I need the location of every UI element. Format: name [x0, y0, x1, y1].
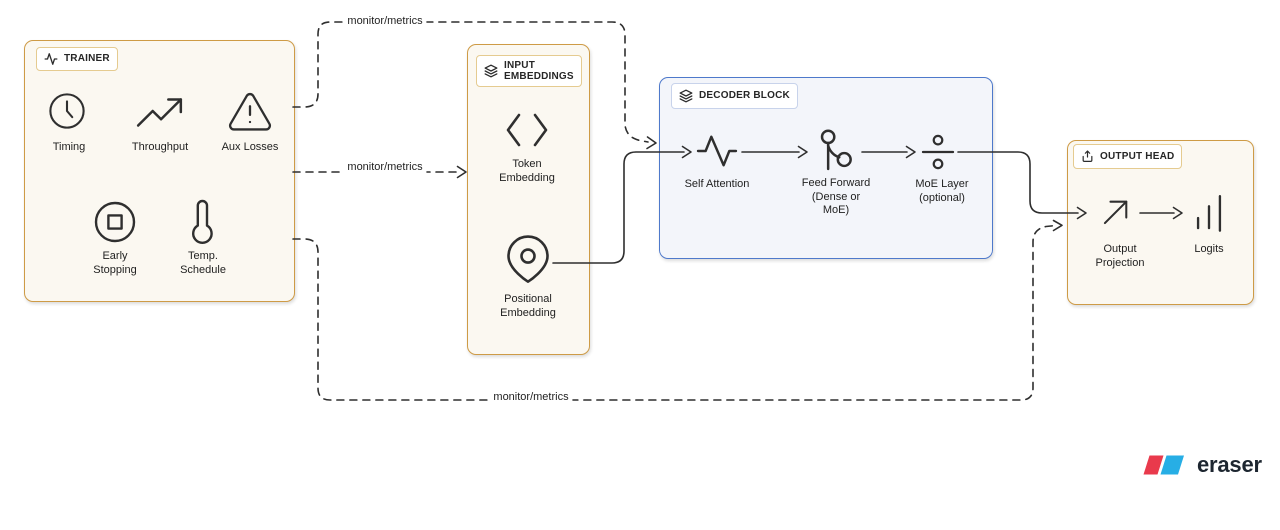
node-early-stopping-label: Early Stopping	[93, 250, 137, 276]
input-embeddings-group-box[interactable]	[467, 44, 590, 355]
decoder-block-group-title: DECODER BLOCK	[699, 90, 790, 102]
edge-label-monitor-metrics-middle: monitor/metrics	[343, 161, 427, 173]
node-aux-losses-label: Aux Losses	[221, 141, 279, 153]
node-moe-layer-label: MoE Layer (optional)	[915, 178, 969, 204]
eraser-logo-mark	[1143, 455, 1184, 475]
connector-decoder-to-output-projection[interactable]	[957, 151, 1087, 220]
node-self-attention[interactable]	[694, 133, 740, 169]
alert-triangle-icon	[229, 93, 271, 131]
clock-icon	[49, 93, 85, 129]
upload-icon	[1082, 150, 1093, 162]
node-timing[interactable]	[46, 90, 88, 132]
activity-icon	[696, 135, 738, 167]
connector-trainer-to-output-head[interactable]	[292, 219, 1063, 401]
arrowhead	[905, 145, 916, 159]
node-output-projection-label: Output Projection	[1095, 243, 1145, 269]
edge-label-monitor-metrics-bottom: monitor/metrics	[489, 391, 573, 403]
map-pin-icon	[507, 235, 549, 283]
activity-icon	[44, 53, 58, 65]
connector-feed-forward-to-moe[interactable]	[861, 145, 916, 159]
connector-output-projection-to-logits[interactable]	[1139, 206, 1183, 220]
node-positional-embedding[interactable]	[502, 234, 554, 286]
connector-positional-to-decoder[interactable]	[552, 145, 692, 264]
node-throughput-label: Throughput	[131, 141, 189, 153]
node-logits[interactable]	[1192, 192, 1226, 234]
node-temp-schedule[interactable]	[179, 198, 227, 246]
edge-label-monitor-metrics-top: monitor/metrics	[343, 15, 427, 27]
node-moe-layer[interactable]	[919, 133, 957, 171]
code-brackets-icon	[506, 113, 548, 147]
eraser-logo[interactable]: eraser	[1143, 452, 1262, 478]
input-embeddings-group-title: INPUT EMBEDDINGS	[504, 59, 574, 83]
divide-icon	[921, 134, 955, 170]
arrow-up-right-icon	[1103, 200, 1128, 225]
eraser-logo-wordmark: eraser	[1197, 452, 1262, 477]
layers-icon	[679, 89, 693, 103]
arrowhead	[681, 145, 692, 159]
node-aux-losses[interactable]	[227, 89, 273, 135]
trending-up-icon	[136, 98, 183, 127]
arrowhead	[646, 136, 657, 150]
stop-circle-icon	[94, 201, 136, 243]
layers-icon	[484, 64, 498, 78]
trainer-group-badge[interactable]: TRAINER	[36, 47, 118, 71]
arrowhead	[456, 165, 467, 179]
input-embeddings-group-badge[interactable]: INPUT EMBEDDINGS	[476, 55, 582, 87]
output-head-group-title: OUTPUT HEAD	[1100, 150, 1175, 162]
node-temp-schedule-label: Temp. Schedule	[180, 250, 226, 276]
decoder-block-group-badge[interactable]: DECODER BLOCK	[671, 83, 798, 109]
node-token-embedding-label: Token Embedding	[499, 158, 555, 184]
arrowhead	[1076, 206, 1087, 220]
node-output-projection[interactable]	[1097, 193, 1135, 231]
connector-self-attention-to-feed-forward[interactable]	[741, 145, 808, 159]
node-early-stopping[interactable]	[91, 198, 139, 246]
branch-icon	[820, 129, 852, 171]
node-positional-embedding-label: Positional Embedding	[500, 293, 556, 319]
bar-chart-icon	[1196, 195, 1222, 232]
node-token-embedding[interactable]	[503, 110, 551, 150]
arrowhead	[1052, 219, 1063, 232]
thermometer-icon	[192, 199, 213, 244]
node-timing-label: Timing	[52, 141, 86, 153]
arrowhead	[797, 145, 808, 159]
connector-trainer-to-decoder[interactable]	[292, 21, 657, 150]
trainer-group-box[interactable]	[24, 40, 295, 302]
node-feed-forward-label: Feed Forward (Dense or MoE)	[801, 177, 871, 216]
trainer-group-title: TRAINER	[64, 53, 110, 65]
node-self-attention-label: Self Attention	[684, 178, 750, 190]
arrowhead	[1172, 206, 1183, 220]
node-logits-label: Logits	[1194, 243, 1224, 255]
output-head-group-badge[interactable]: OUTPUT HEAD	[1073, 144, 1183, 169]
node-feed-forward[interactable]	[815, 128, 853, 172]
node-throughput[interactable]	[135, 94, 185, 130]
